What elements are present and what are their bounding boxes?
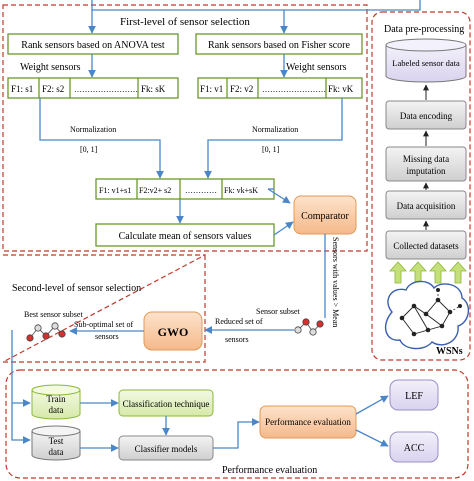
mean-to-comparator — [273, 221, 294, 236]
gwo-label: GWO — [158, 325, 189, 339]
fisher-label: Rank sensors based on Fisher score — [208, 40, 350, 51]
perf-eval-box — [259, 405, 357, 439]
combined-score-row: F1: v1+s1 F2:v2+ s2 ………… Fk: vk+sK — [95, 178, 275, 200]
sensor-subset-label: Sensor subset — [256, 307, 301, 316]
combined-cell-2: F2:v2+ s2 — [139, 186, 171, 195]
second-level-section — [2, 254, 206, 363]
left-score-row: F1: s1 F2: s2 …………………… Fk: sK — [7, 77, 179, 99]
wsns-label: WSNs — [436, 346, 463, 357]
left-cell-2: F2: s2 — [42, 84, 64, 94]
labeled-label: Labeled sensor data — [392, 58, 460, 68]
train-data-cylinder — [31, 384, 81, 420]
vertical-label: Sensors with values > Mean — [331, 237, 340, 327]
right-cell-1: F1: v1 — [200, 84, 223, 94]
right-cell-2: F2: v2 — [230, 84, 253, 94]
preprocessing-title: Data pre-processing — [384, 24, 464, 35]
reduced-set-label-2: sensors — [225, 335, 249, 344]
acquisition-box — [385, 190, 467, 220]
encoding-label: Data encoding — [400, 111, 453, 121]
labeled-data-cylinder — [385, 38, 467, 83]
fisher-box — [195, 33, 363, 55]
preprocessing-section — [371, 11, 471, 361]
train-label-1: Train — [46, 394, 66, 404]
train-label-2: data — [49, 405, 64, 415]
combined-cell-3: ………… — [185, 186, 217, 195]
anova-box — [7, 33, 179, 55]
missing-label-2: imputation — [407, 166, 446, 176]
encoding-box — [385, 100, 467, 130]
norm-left-label: Normalization — [70, 125, 116, 134]
best-subset-icon — [26, 322, 66, 342]
test-label-1: Test — [49, 436, 64, 446]
perf-to-acc — [355, 429, 389, 447]
suboptimal-label-2: sensors — [95, 332, 119, 341]
classifier-models-label: Classifier models — [135, 444, 198, 454]
classification-label: Classification technique — [123, 399, 210, 409]
norm-right-range: [0, 1] — [262, 145, 280, 154]
norm-line-right — [204, 98, 343, 179]
right-cell-4: Fk: vK — [328, 84, 354, 94]
top-feed-line — [91, 0, 421, 11]
performance-title: Performance evaluation — [222, 465, 317, 476]
perf-eval-label: Performance evaluation — [265, 417, 351, 427]
mean-label: Calculate mean of sensors values — [119, 231, 252, 242]
test-data-cylinder — [31, 425, 81, 461]
left-cell-4: Fk: sK — [141, 84, 166, 94]
norm-right-label: Normalization — [252, 125, 298, 134]
collected-box — [385, 230, 467, 260]
left-cell-1: F1: s1 — [11, 84, 33, 94]
best-subset-label: Best sensor subset — [24, 310, 83, 319]
acquisition-label: Data acquisition — [397, 201, 456, 211]
acc-label: ACC — [404, 443, 425, 454]
combined-to-comparator-arrow — [267, 188, 291, 204]
combined-cell-4: Fk: vk+sK — [224, 186, 258, 195]
left-cell-3: …………………… — [74, 85, 138, 94]
test-label-2: data — [49, 447, 64, 457]
combined-cell-1: F1: v1+s1 — [99, 186, 131, 195]
weight-left-label: Weight sensors — [20, 62, 81, 73]
right-score-row: F1: v1 F2: v2 …………………… Fk: vK — [197, 77, 363, 99]
green-up-arrows — [389, 261, 467, 284]
best-to-performance — [11, 330, 31, 444]
anova-label: Rank sensors based on ANOVA test — [21, 40, 165, 51]
right-cell-3: …………………… — [262, 85, 326, 94]
suboptimal-label-1: Sub-optimal set of — [74, 320, 133, 329]
missing-label-1: Missing data — [403, 154, 449, 164]
lef-label: LEF — [405, 391, 423, 402]
reduced-set-label-1: Reduced set of — [215, 317, 263, 326]
missing-box — [385, 146, 467, 182]
lef-box — [389, 379, 439, 411]
second-level-title: Second-level of sensor selection — [12, 283, 141, 294]
comparator-label: Comparator — [301, 211, 349, 222]
first-level-title: First-level of sensor selection — [120, 16, 250, 28]
models-to-perf — [213, 418, 260, 449]
first-level-section — [2, 4, 368, 252]
sensor-subset-icon — [294, 318, 324, 336]
norm-left-range: [0, 1] — [80, 145, 98, 154]
weight-right-label: Weight sensors — [286, 62, 347, 73]
perf-to-lef — [355, 395, 389, 415]
wsn-cloud — [384, 280, 469, 350]
norm-line-left — [39, 98, 164, 179]
collected-label: Collected datasets — [393, 241, 459, 251]
acc-box — [389, 431, 439, 463]
performance-section — [5, 369, 469, 479]
